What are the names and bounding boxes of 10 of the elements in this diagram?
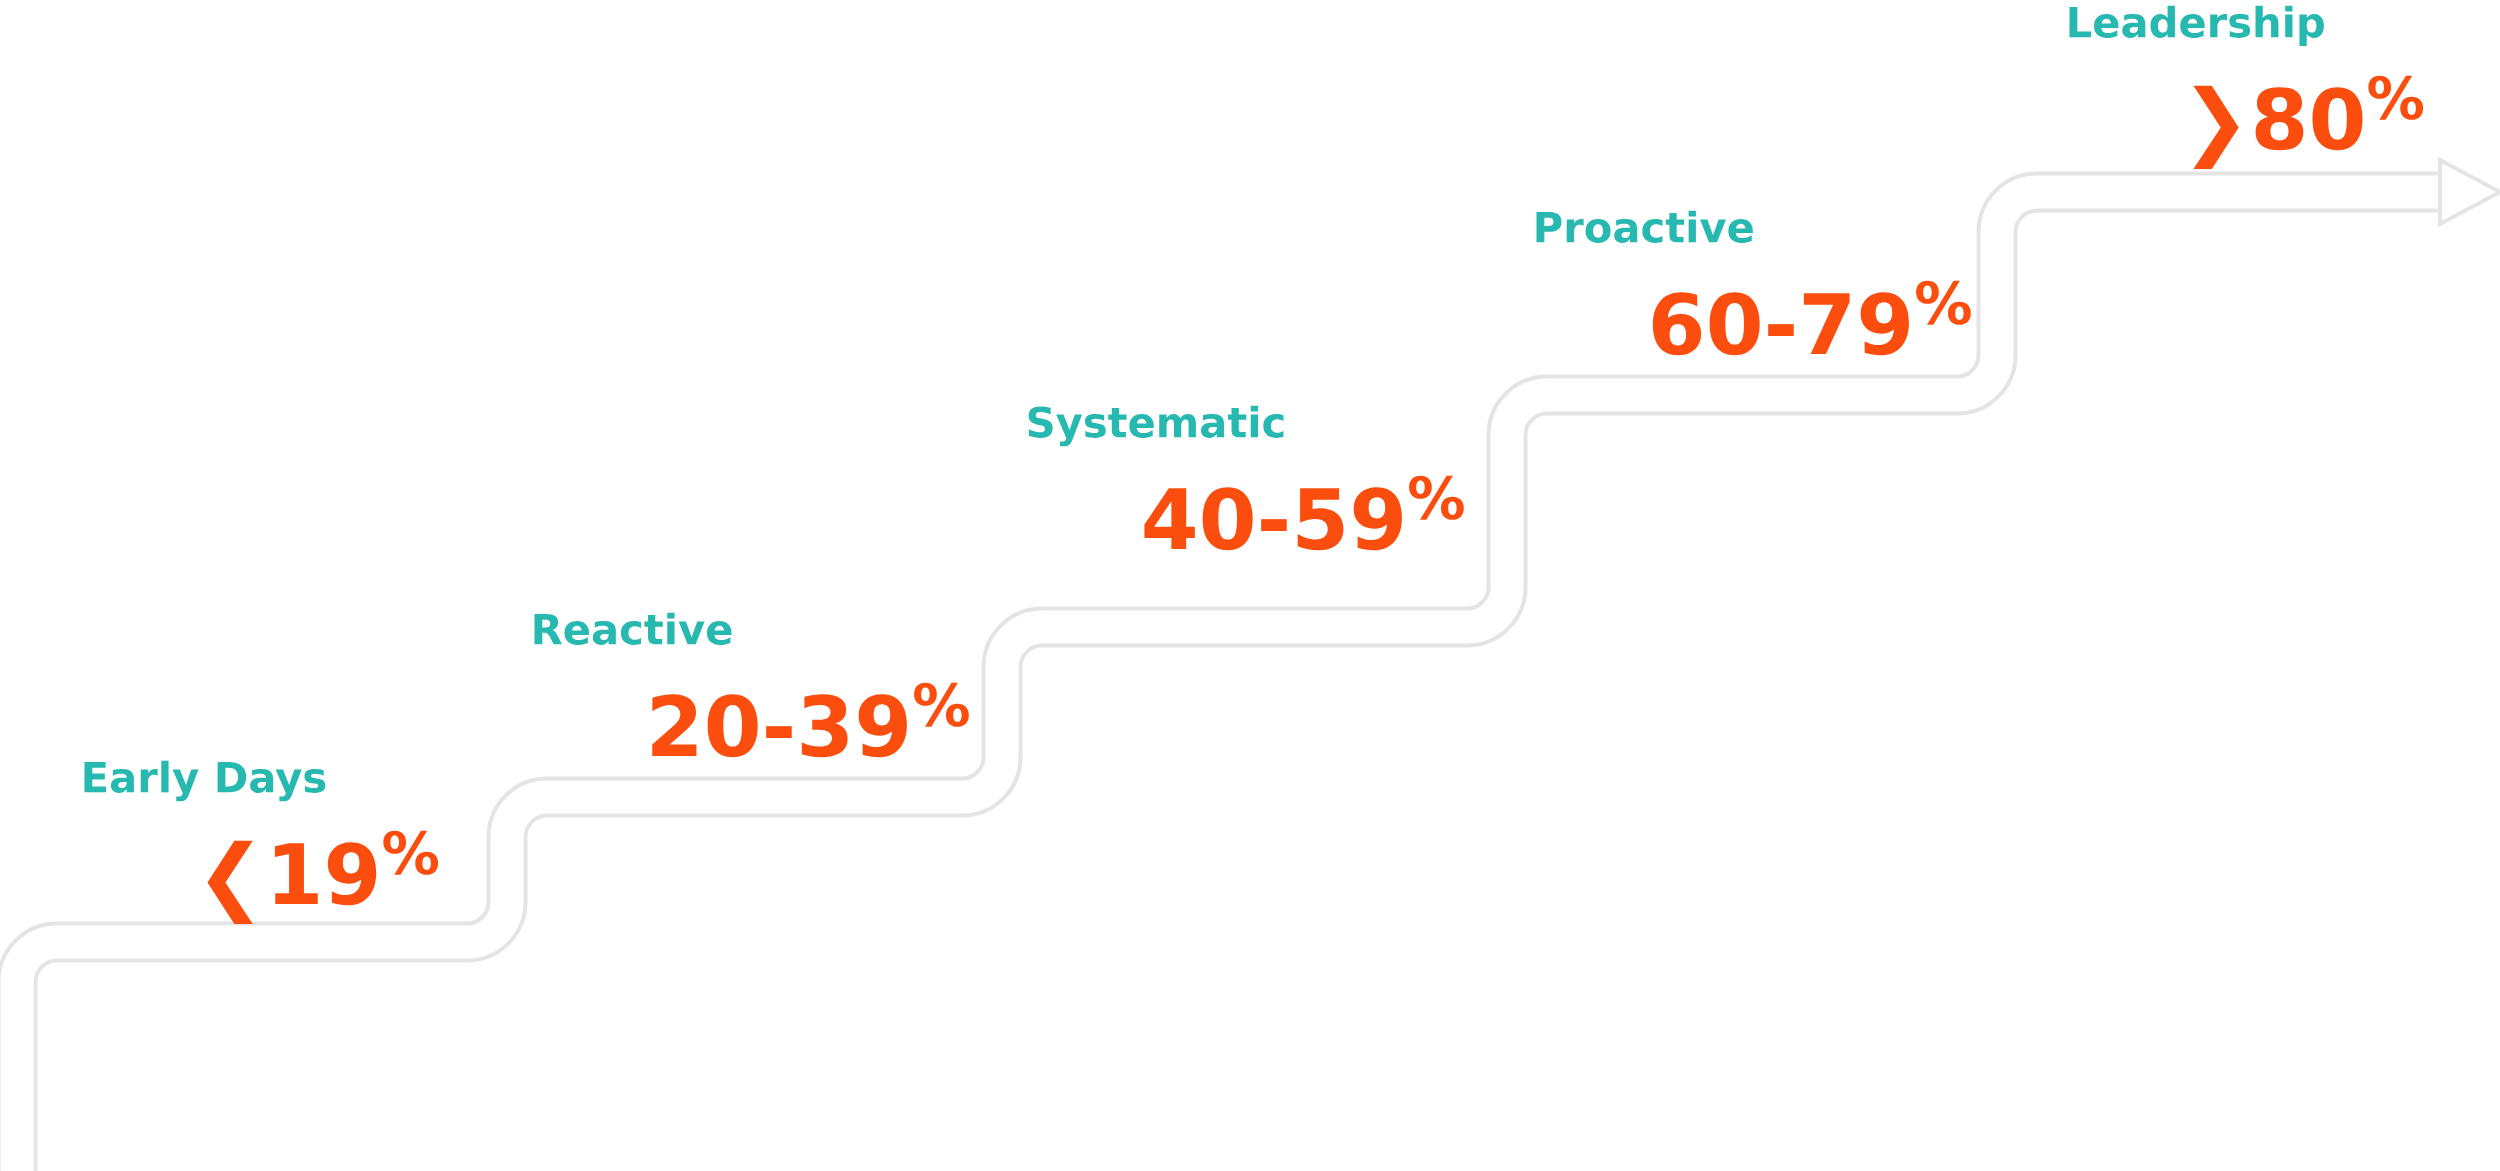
- step-value: 60-79$^{%}$: [1652, 280, 1971, 356]
- step-value: ❯80$^{%}$: [2193, 75, 2424, 170]
- step-title: Reactive: [534, 612, 732, 645]
- step-title: Systematic: [1028, 405, 1284, 447]
- step-title: Early Days: [84, 760, 326, 802]
- step-title: Leadership: [2069, 5, 2324, 46]
- step-title: Proactive: [1536, 210, 1753, 243]
- step-value: 20-39$^{%}$: [652, 682, 969, 758]
- step-value: 40-59$^{%}$: [1144, 475, 1464, 551]
- step-value: ❮19$^{%}$: [207, 830, 439, 925]
